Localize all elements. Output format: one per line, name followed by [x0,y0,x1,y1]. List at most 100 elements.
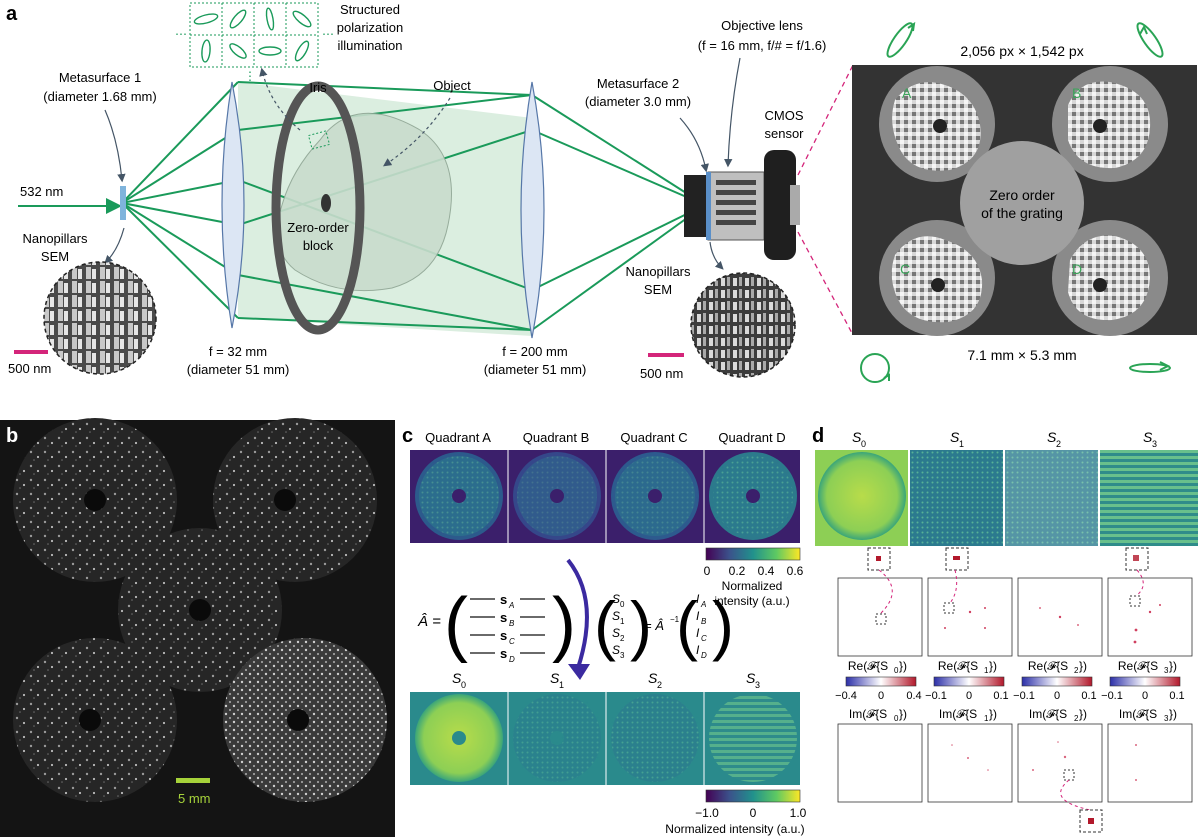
d-stokes-title-2-sub: 2 [1056,439,1061,449]
eq-intensity-c-sub: C [701,634,707,643]
eq-row-b: s [500,610,507,625]
d-stokes-title-0-sub: 0 [861,439,866,449]
im-label-3: Im(𝓕{S [1119,707,1157,721]
quadrant-title-c: Quadrant C [620,430,687,445]
stokes-images [410,692,800,785]
colorbar-1-tick-1: 0.2 [729,564,746,578]
scale-bar-2-label: 500 nm [640,366,683,381]
panel-c: c Quadrant A Quadrant B Quadrant C Quadr… [402,425,807,836]
d-cb2-tick-1: 0 [1054,690,1060,702]
stokes-title-3-sub: 3 [755,680,760,690]
zoom-line-top [797,64,854,176]
colorbar-1-label-line-2: intensity (a.u.) [714,594,789,608]
objective-lens [684,171,765,241]
colorbar-1-tick-0: 0 [704,564,711,578]
im-label-1-close: }) [989,707,997,721]
structured-illumination-label-line-2: polarization [337,20,404,35]
object-pointer [383,97,451,167]
re-label-0: Re(𝓕{S [848,659,888,673]
object-label: Object [433,78,471,93]
d-cb1-tick-1: 0 [966,690,972,702]
colorbar-2 [705,789,801,803]
quadrant-title-d: Quadrant D [718,430,785,445]
panel-b-scale-bar-label: 5 mm [178,791,211,806]
zero-order-block [321,194,331,212]
sensor-image [852,65,1197,336]
eq-intensity-d: I [696,643,700,657]
metasurface-1-label-line-2: (diameter 1.68 mm) [43,89,156,104]
colorbar-2-tick-1: 0 [750,806,757,820]
eq-stokes-0: S [612,592,620,606]
re-label-3-sub: 3 [1164,666,1169,675]
quadrant-letter-c: C [900,261,910,277]
panel-a: a 532 nm Metasurface 1 (dia [6,2,1197,383]
svg-text:⋯: ⋯ [322,27,334,41]
panel-d-letter: d [812,425,824,447]
d-cb0-tick-2: 0.4 [906,690,921,702]
re-label-2-sub: 2 [1074,666,1079,675]
lens-1 [221,81,245,329]
re-ft-images [837,577,1193,657]
scale-bar-2 [648,353,684,357]
stokes-title-1: S [550,670,560,686]
metasurface-1-label-line-1: Metasurface 1 [59,70,141,85]
quadrant-title-b: Quadrant B [523,430,590,445]
iris [271,81,365,335]
eq-intensity-d-sub: D [701,651,707,660]
eq-intensity-c: I [696,626,700,640]
eq-intensity-a: I [696,592,700,606]
cmos-label-line-1: CMOS [765,108,804,123]
d-cb0-tick-1: 0 [878,690,884,702]
scale-bar-1 [14,350,48,354]
wavelength-label: 532 nm [20,184,63,199]
stokes-title-1-sub: 1 [559,680,564,690]
d-stokes-title-0: S [852,429,862,445]
eq-row-b-sub: B [509,619,515,628]
d-cb1-tick-2: 0.1 [993,690,1008,702]
im-label-0: Im(𝓕{S [849,707,887,721]
sem-2-label-line-2: SEM [644,282,672,297]
im-ft-images [837,723,1193,803]
metasurface-2 [706,172,711,240]
lens-2-label-line-1: f = 200 mm [502,344,567,359]
zero-order-grating-label-line-2: of the grating [981,205,1063,221]
d-cb2-tick-0: −0.1 [1013,690,1035,702]
svg-text:): ) [552,584,576,664]
iris-label: Iris [309,80,327,95]
im-label-3-close: }) [1169,707,1177,721]
metasurface-2-label-line-1: Metasurface 2 [597,76,679,91]
colorbar-2-tick-2: 1.0 [790,806,807,820]
svg-text:(: ( [444,584,468,664]
panel-b-letter: b [6,425,18,447]
im-label-2-close: }) [1079,707,1087,721]
svg-text:): ) [630,588,652,662]
colorbar-1-tick-2: 0.4 [758,564,775,578]
im-label-0-close: }) [899,707,907,721]
re-label-2-close: }) [1079,659,1087,673]
re-label-3-close: }) [1169,659,1177,673]
sem-1-label-line-2: SEM [41,249,69,264]
eq-row-c: s [500,628,507,643]
illumination-pointer [259,67,301,131]
panel-a-letter: a [6,3,18,25]
colorbar-1 [705,547,801,561]
eq-stokes-0-sub: 0 [620,600,625,609]
d-cb3-tick-1: 0 [1142,690,1148,702]
sem-image-2 [691,273,795,377]
polarization-icon-d [1129,361,1171,373]
d-stokes-title-3-sub: 3 [1152,439,1157,449]
metasurface-2-pointer [679,117,709,173]
lens-2-label-line-2: (diameter 51 mm) [484,362,587,377]
eq-intensity-b: I [696,609,700,623]
zoom-line-bottom [797,231,854,336]
cmos-sensor [764,150,800,260]
svg-text:): ) [712,588,734,662]
panel-d: d S 0 S 1 S 2 S 3 [812,425,1198,833]
sem-2-pointer [709,241,724,270]
eq-row-d-sub: D [509,655,515,664]
eq-row-a-sub: A [508,601,514,610]
eq-stokes-3-sub: 3 [620,651,625,660]
colorbar-2-tick-0: −1.0 [695,806,719,820]
zero-order-grating-label-line-1: Zero order [989,187,1055,203]
polarization-grid: ⋯ ⋯ ⋮ [175,2,334,83]
